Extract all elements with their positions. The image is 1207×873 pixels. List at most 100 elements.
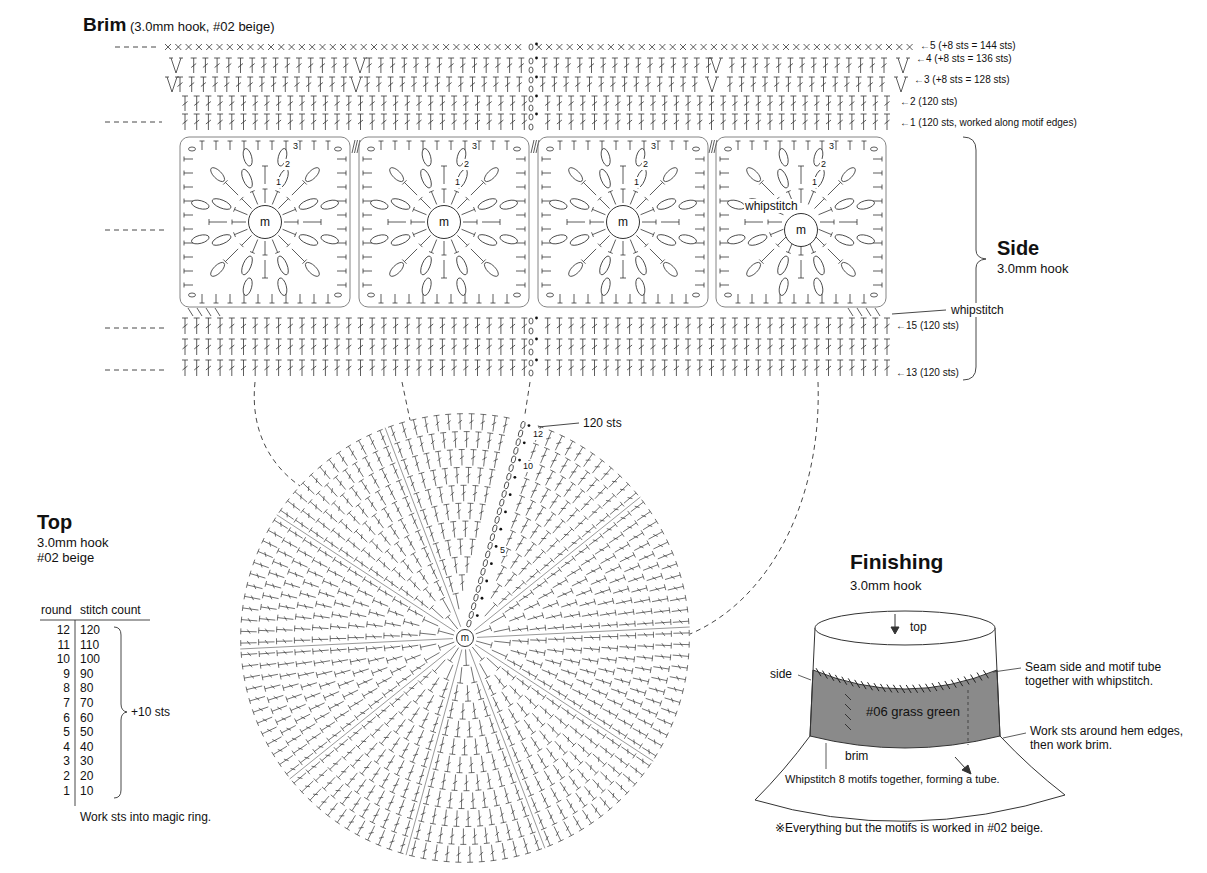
motif-stitches	[184, 141, 346, 303]
puff-stitch	[834, 196, 856, 211]
puff-stitch	[320, 233, 339, 245]
magic-ring-circle: m	[456, 629, 474, 647]
chart-label: Work sts around hem edges, then work bri…	[1030, 724, 1200, 753]
chain-symbol	[468, 611, 474, 619]
motif-outline	[538, 137, 708, 307]
puff-stitch	[239, 255, 254, 277]
chain-symbol	[482, 559, 488, 567]
puff-stitch	[208, 165, 226, 183]
chart-label: 70	[80, 696, 93, 710]
slip-stitch-dot	[499, 528, 502, 531]
chart-label: 10	[40, 652, 70, 666]
puff-stitch	[747, 232, 769, 247]
chart-label: 90	[80, 667, 93, 681]
puff-stitch	[811, 168, 826, 190]
slip-stitch-dot	[485, 580, 488, 583]
puff-stitch	[387, 165, 405, 183]
slip-stitch-dot	[476, 614, 479, 617]
puff-stitch	[276, 277, 288, 296]
puff-stitch	[834, 232, 856, 247]
puff-stitch	[661, 260, 679, 278]
node-text: m	[439, 216, 449, 228]
puff-stitch	[208, 260, 226, 278]
chain-symbol	[485, 550, 491, 558]
puff-stitch	[744, 260, 762, 278]
side-bracket	[963, 137, 986, 380]
puff-stitch	[211, 232, 233, 247]
chain-symbol	[511, 455, 517, 463]
slip-stitch-dot	[504, 511, 507, 514]
chain-symbol	[490, 533, 496, 541]
chain-symbol	[508, 464, 514, 472]
puff-stitch	[211, 196, 233, 211]
chain-loop	[514, 147, 521, 151]
chart-label: ←5 (+8 sts = 144 sts)	[920, 40, 1016, 52]
chain-symbol	[529, 328, 533, 334]
chain-symbol	[529, 86, 533, 92]
motif-seam	[845, 694, 851, 730]
motif-stitches	[542, 141, 704, 303]
arrow-head	[962, 765, 971, 774]
chart-label: ←4 (+8 sts = 136 sts)	[916, 53, 1012, 65]
puff-stitch	[633, 168, 648, 190]
chart-label: 120 sts	[583, 416, 622, 430]
chain-loop	[871, 293, 878, 297]
puff-stitch	[420, 148, 432, 167]
chart-label: 6	[40, 711, 70, 725]
chart-label: 5	[40, 725, 70, 739]
chart-label: Brim	[83, 14, 126, 37]
puff-stitch	[418, 255, 433, 277]
chain-symbol	[466, 620, 472, 628]
puff-stitch	[482, 165, 500, 183]
slip-stitch-dot	[528, 424, 531, 427]
puff-stitch	[839, 165, 857, 183]
chart-label: stitch count	[80, 603, 141, 617]
chart-label: 4	[40, 740, 70, 754]
slip-stitch-dot	[535, 57, 538, 60]
chain-loop	[725, 147, 732, 151]
puff-stitch	[566, 165, 584, 183]
chain-loop	[368, 293, 375, 297]
puff-stitch	[191, 198, 210, 210]
chart-label: 3.0mm hook	[997, 261, 1069, 277]
puff-stitch	[856, 198, 875, 210]
slip-stitch-dot	[481, 597, 484, 600]
chart-label: 10	[522, 461, 534, 472]
node-text: m	[260, 216, 270, 228]
chain-loop	[547, 147, 554, 151]
whipstitch-marks	[816, 668, 988, 693]
chart-label: 5	[499, 545, 506, 556]
slip-stitch-dot	[513, 476, 516, 479]
chart-label: 12	[532, 429, 544, 440]
chain-loop	[189, 293, 196, 297]
chain-symbol	[529, 96, 533, 102]
chain-symbol	[529, 124, 533, 130]
slip-stitch-dot	[509, 493, 512, 496]
chart-label: 20	[80, 769, 93, 783]
chart-label: Finishing	[850, 549, 943, 574]
slip-stitch-dot	[535, 359, 538, 362]
band-label-area: #06 grass green	[866, 704, 960, 720]
puff-stitch	[744, 165, 762, 183]
chart-label: top	[910, 620, 927, 634]
chain-symbol	[475, 585, 481, 593]
motif-seam	[968, 690, 969, 745]
leader-line	[892, 310, 946, 314]
chart-label: 12	[40, 623, 70, 637]
brim-arrow	[955, 757, 966, 769]
puff-stitch	[418, 168, 433, 190]
puff-stitch	[241, 148, 253, 167]
slip-stitch-dot	[535, 43, 538, 46]
motif-outline	[180, 137, 350, 307]
chain-symbol	[529, 360, 533, 366]
chain-loop	[547, 293, 554, 297]
node-text: m	[461, 633, 469, 643]
puff-stitch	[633, 255, 648, 277]
slip-stitch-dot	[495, 545, 498, 548]
chart-label: 50	[80, 725, 93, 739]
round-stitches	[241, 414, 690, 863]
puff-stitch	[275, 168, 290, 190]
motif-stitches	[363, 141, 525, 303]
chain-symbol	[499, 499, 505, 507]
